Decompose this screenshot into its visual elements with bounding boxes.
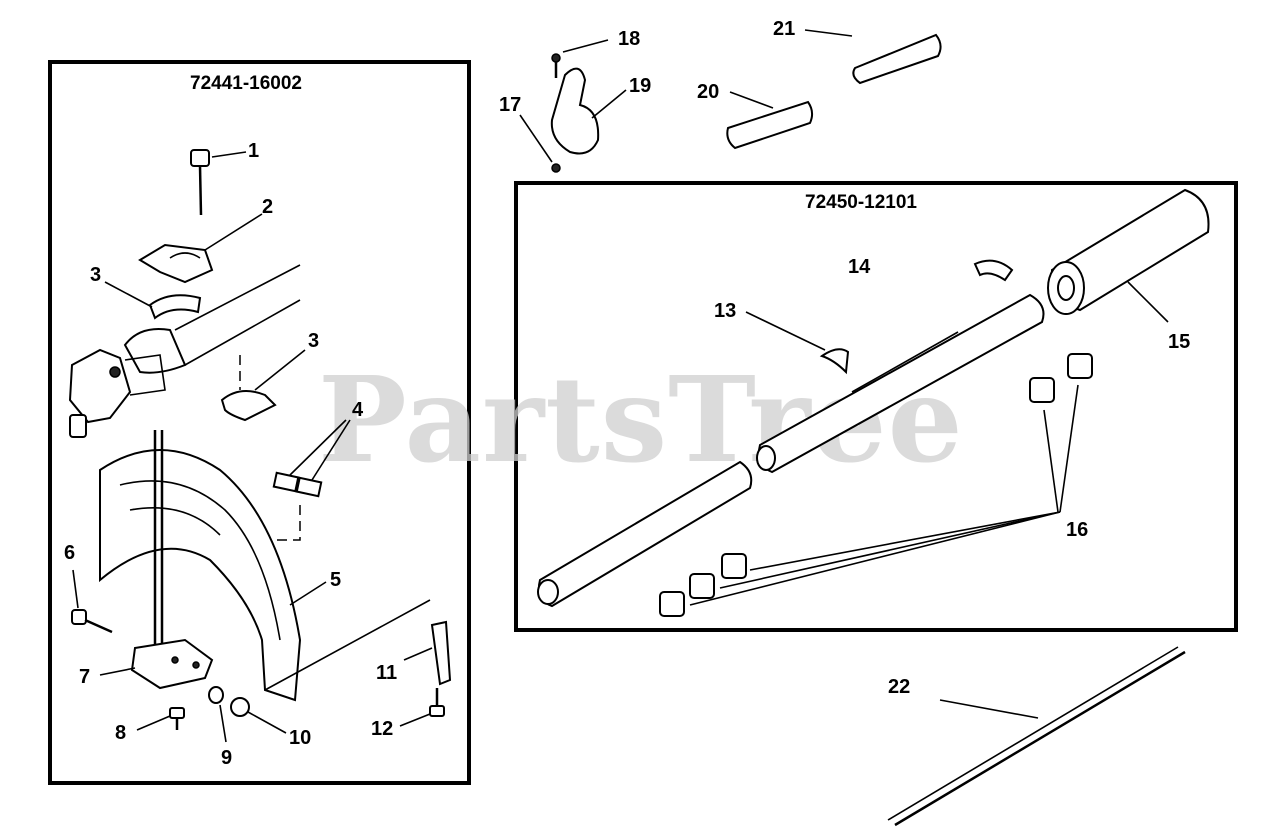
callout-19: 19 (629, 75, 652, 97)
callout-12: 12 (371, 718, 394, 740)
callout-15: 15 (1168, 331, 1191, 353)
callout-18: 18 (618, 28, 641, 50)
callout-3-upper: 3 (90, 264, 102, 286)
gearbox-head (68, 348, 166, 438)
part-15-grip (1047, 188, 1210, 323)
part-17-19-throttle (519, 39, 627, 173)
part-11-clip (403, 620, 452, 686)
kit-box-right (514, 181, 1238, 632)
part-8-screw (136, 707, 185, 731)
part-1-bolt (190, 149, 247, 216)
part-7-plate (99, 638, 214, 690)
part-14-piece (973, 259, 1014, 282)
callout-5: 5 (330, 569, 342, 591)
part-2-clamp (138, 213, 263, 284)
part-3-lower (220, 349, 306, 422)
part-10-nut (230, 697, 287, 734)
callout-13: 13 (714, 300, 737, 322)
kit-label-left: 72441-16002 (190, 73, 302, 94)
shaft-tube-lower (537, 460, 753, 608)
callout-21: 21 (773, 18, 796, 40)
shaft-tube-left (123, 264, 301, 374)
callout-17: 17 (499, 94, 522, 116)
callout-3-lower: 3 (308, 330, 320, 352)
part-6-bolt (71, 569, 113, 634)
callout-11: 11 (376, 662, 398, 684)
shaft-tube-upper (756, 293, 1045, 474)
part-5-guard (99, 430, 431, 702)
callout-4: 4 (352, 399, 364, 421)
part-9-washer (208, 686, 227, 743)
part-13-piece (745, 311, 850, 375)
callout-16: 16 (1066, 519, 1089, 541)
callout-14: 14 (848, 256, 871, 278)
part-20-sleeve (726, 91, 814, 150)
part-22-flex-shaft (887, 646, 1186, 827)
part-4-brackets (265, 419, 351, 541)
kit-label-right: 72450-12101 (805, 192, 917, 213)
callout-7: 7 (79, 666, 91, 688)
callout-1: 1 (248, 140, 260, 162)
part-12-screw (399, 688, 445, 727)
callout-9: 9 (221, 747, 233, 769)
part-21-sleeve (804, 29, 942, 85)
callout-10: 10 (289, 727, 312, 749)
part-16-nuts (659, 353, 1093, 617)
kit-box-left (48, 60, 471, 785)
part-3-upper (104, 281, 202, 320)
callout-22: 22 (888, 676, 911, 698)
callout-8: 8 (115, 722, 127, 744)
callout-20: 20 (697, 81, 720, 103)
callout-2: 2 (262, 196, 274, 218)
callout-6: 6 (64, 542, 76, 564)
